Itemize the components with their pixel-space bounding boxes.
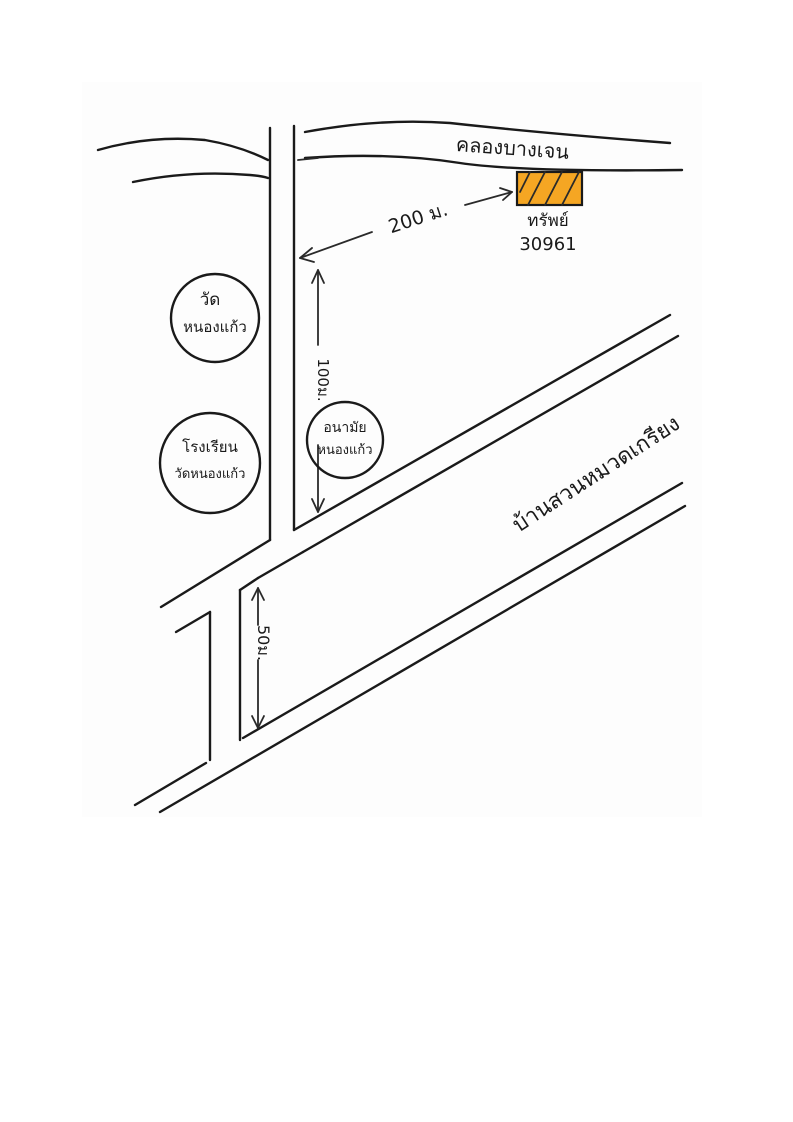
health-center-landmark: อนามัย หนองแก้ว xyxy=(305,400,385,480)
lower-connector-roads xyxy=(174,576,260,762)
property-plot xyxy=(515,170,584,207)
paper-area xyxy=(82,82,702,817)
health-label-line2: หนองแก้ว xyxy=(317,443,372,458)
temple-landmark: วัด หนองแก้ว xyxy=(169,272,261,364)
property-label-line1: ทรัพย์ xyxy=(527,211,569,231)
school-label-line1: โรงเรียน xyxy=(182,438,238,456)
canal-pointer-arrow xyxy=(297,157,319,161)
property-label-line2: 30961 xyxy=(519,234,576,255)
distance-lower-label: 50ม. xyxy=(254,625,273,661)
temple-label-line2: หนองแก้ว xyxy=(183,318,247,336)
school-label-line2: วัดหนองแก้ว xyxy=(175,467,246,482)
health-label-line1: อนามัย xyxy=(323,420,366,436)
distance-arrow-lower xyxy=(251,587,265,729)
temple-label-line1: วัด xyxy=(200,290,221,310)
main-road-vertical xyxy=(268,124,296,542)
lower-diagonal-road xyxy=(133,481,687,814)
distance-side-label: 100ม. xyxy=(314,358,332,401)
distance-arrow-side xyxy=(311,269,325,513)
school-landmark: โรงเรียน วัดหนองแก้ว xyxy=(158,411,262,515)
distance-arrow-canal xyxy=(299,187,513,263)
upper-diagonal-road xyxy=(159,313,680,609)
canal xyxy=(96,120,684,184)
